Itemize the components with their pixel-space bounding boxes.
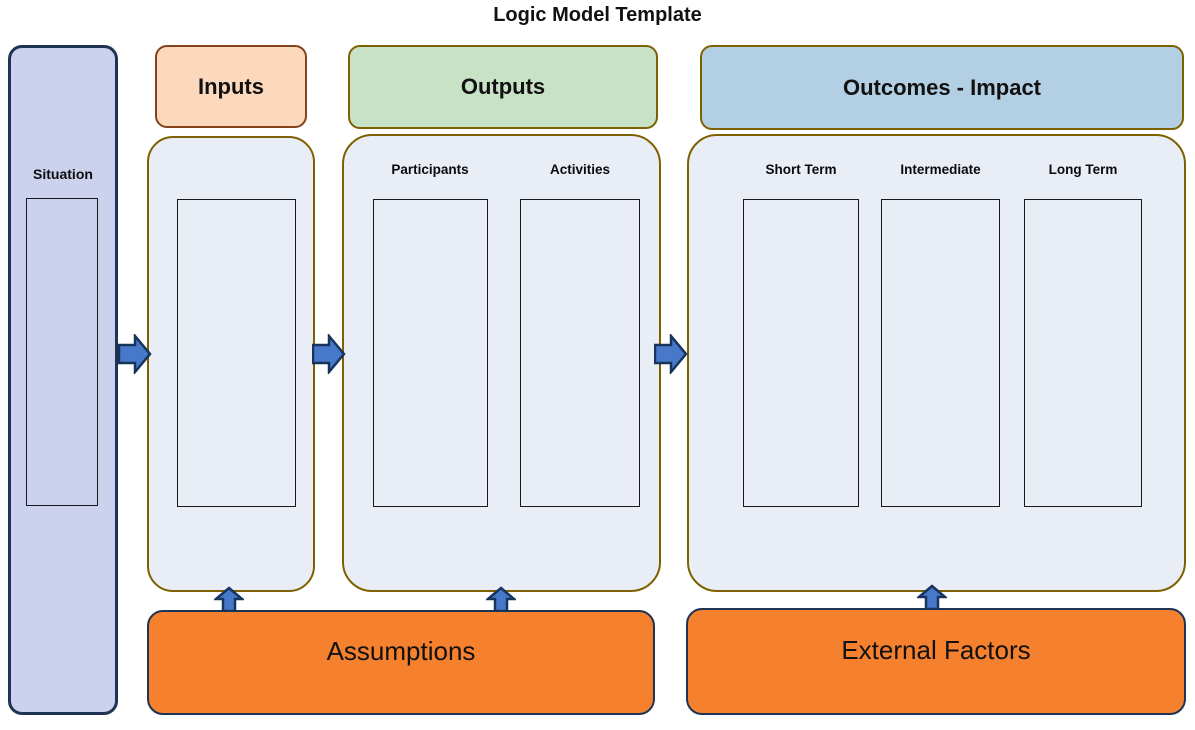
short-term-label: Short Term [765,162,837,177]
outputs-header: Outputs [348,45,658,129]
outcomes-header-label: Outcomes - Impact [842,74,1042,100]
outputs-panel: Participants Activities [342,134,661,592]
activities-label: Activities [549,162,611,177]
assumptions-box: Assumptions [147,610,655,715]
situation-label: Situation [33,166,93,182]
right-arrow-icon [312,334,346,374]
right-arrow-icon [118,334,152,374]
up-arrow-icon [486,586,516,612]
inputs-header-label: Inputs [198,73,264,99]
short-term-placeholder-box [743,199,859,507]
up-arrow-icon [214,586,244,612]
right-arrow-icon [654,334,688,374]
outcomes-panel: Short Term Intermediate Long Term [687,134,1186,592]
assumptions-label: Assumptions [326,636,476,666]
inputs-header: Inputs [155,45,307,128]
situation-panel: Situation [8,45,118,715]
long-term-label: Long Term [1048,162,1118,177]
inputs-panel [147,136,315,592]
outcomes-header: Outcomes - Impact [700,45,1184,130]
activities-placeholder-box [520,199,640,507]
diagram-title: Logic Model Template [493,4,702,26]
external-factors-label: External Factors [841,635,1031,665]
intermediate-label: Intermediate [900,162,981,177]
up-arrow-icon [917,584,947,610]
inputs-placeholder-box [177,199,296,507]
external-factors-box: External Factors [686,608,1186,715]
outputs-header-label: Outputs [460,74,546,99]
participants-placeholder-box [373,199,488,507]
long-term-placeholder-box [1024,199,1142,507]
intermediate-placeholder-box [881,199,1000,507]
participants-label: Participants [391,162,469,177]
situation-placeholder-box [26,198,98,506]
